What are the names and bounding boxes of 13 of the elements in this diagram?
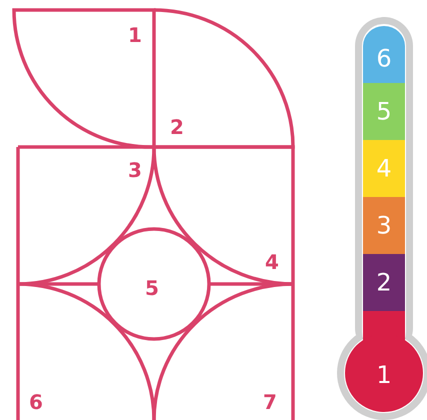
region-number: 4 xyxy=(265,250,279,274)
scale-number: 3 xyxy=(376,212,392,240)
region-number: 5 xyxy=(145,276,159,300)
region-number: 6 xyxy=(29,390,43,414)
scale-number: 5 xyxy=(376,98,392,126)
region-number: 2 xyxy=(170,115,184,139)
scale-number: 4 xyxy=(376,154,392,182)
scale-number: 6 xyxy=(376,44,392,72)
region-number: 3 xyxy=(128,158,142,182)
scale-number: 1 xyxy=(376,361,392,389)
region-number: 7 xyxy=(263,390,277,414)
scale-number: 2 xyxy=(376,268,392,296)
region-number: 1 xyxy=(128,23,142,47)
